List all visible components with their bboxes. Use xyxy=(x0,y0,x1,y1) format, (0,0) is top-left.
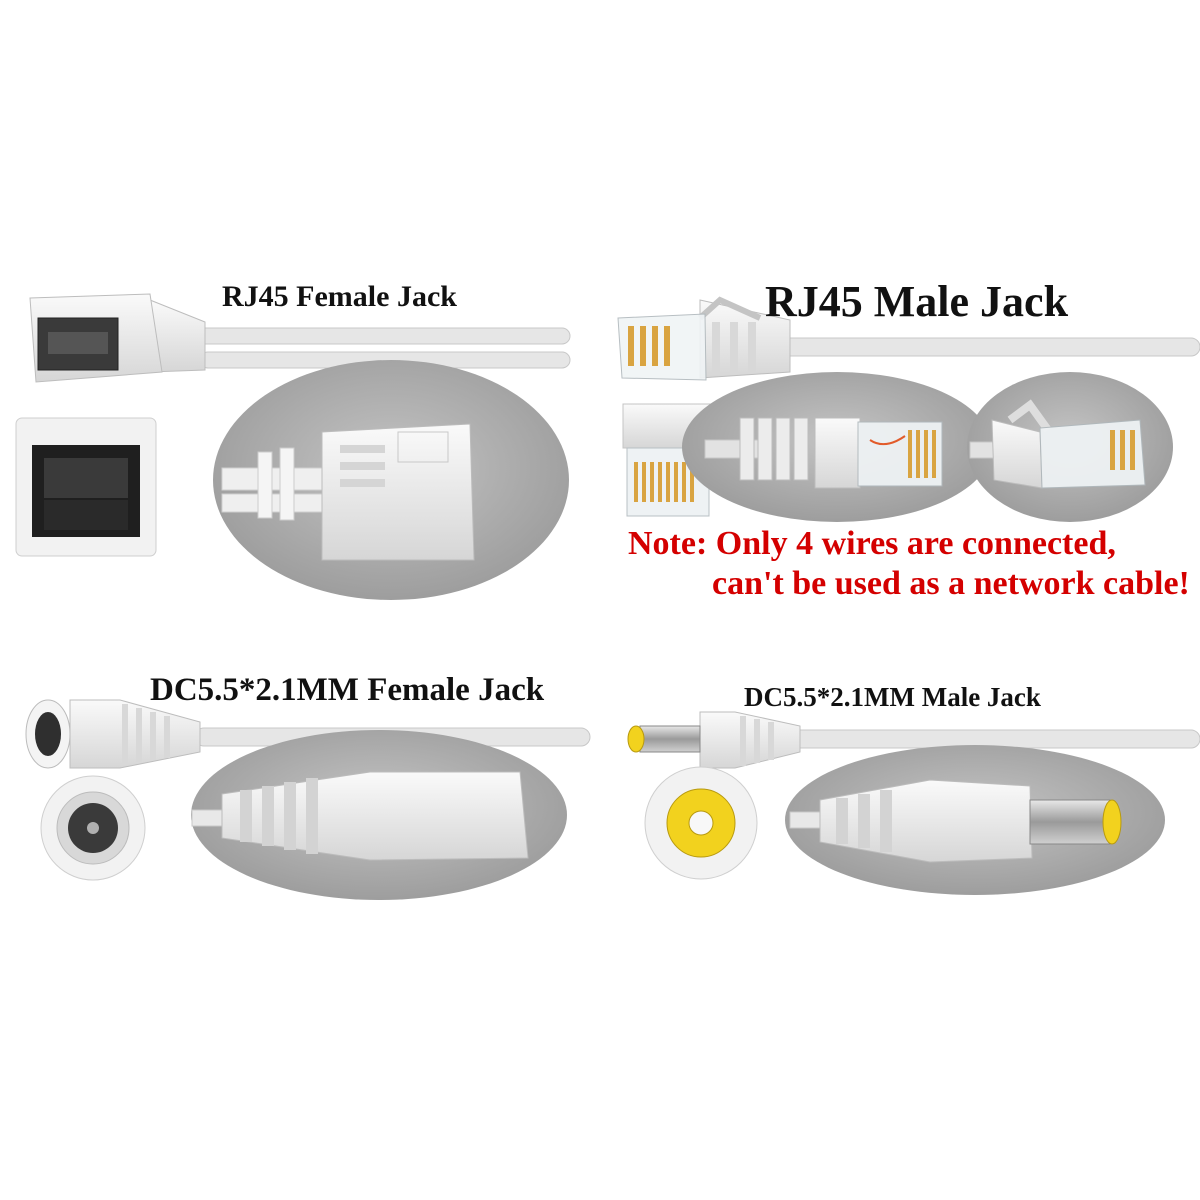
rj45-male-front-view xyxy=(622,403,714,517)
rj45-female-front-view xyxy=(15,417,157,557)
warning-note-line1: Note: Only 4 wires are connected, xyxy=(628,525,1116,562)
rj45-male-closeup-ellipse-a xyxy=(682,372,992,522)
dc-male-cable xyxy=(627,711,1200,769)
dc-female-closeup xyxy=(191,730,567,900)
rj45-male-label: RJ45 Male Jack xyxy=(765,277,1069,326)
rj45-male-cable xyxy=(617,296,1200,381)
dc-male-label: DC5.5*2.1MM Male Jack xyxy=(744,682,1041,712)
dc-female-front-view xyxy=(40,775,146,881)
rj45-female-cable xyxy=(29,293,571,383)
rj45-female-label: RJ45 Female Jack xyxy=(222,280,457,313)
rj45-male-closeup-ellipse-b xyxy=(967,372,1173,522)
dc-male-front-view xyxy=(644,766,758,880)
dc-female-label: DC5.5*2.1MM Female Jack xyxy=(150,672,545,708)
warning-note-line2: can't be used as a network cable! xyxy=(712,565,1190,602)
rj45-female-closeup xyxy=(213,360,569,600)
dc-male-closeup xyxy=(785,745,1165,895)
